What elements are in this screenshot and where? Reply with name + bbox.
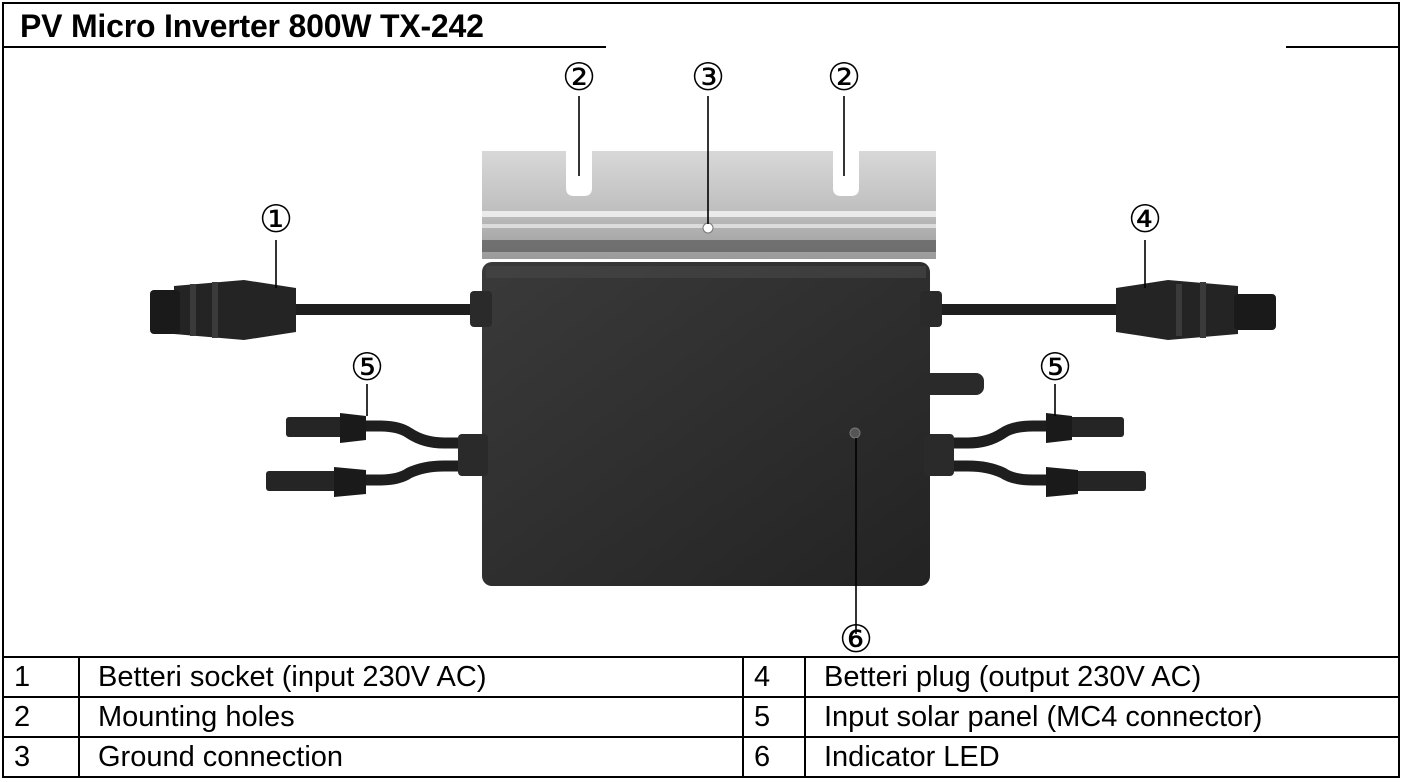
callout-4: ④ bbox=[1128, 197, 1162, 241]
callout-6: ⑥ bbox=[839, 617, 873, 656]
legend-text: Betteri plug (output 230V AC) bbox=[805, 656, 1398, 697]
legend-number: 1 bbox=[4, 656, 80, 697]
page-title: PV Micro Inverter 800W TX-242 bbox=[20, 8, 484, 44]
mounting-hole-right bbox=[833, 151, 859, 196]
legend-number: 3 bbox=[4, 736, 80, 776]
indicator-led bbox=[849, 427, 861, 439]
legend-row: 3 Ground connection 6 Indicator LED bbox=[4, 736, 1398, 776]
inverter-body bbox=[482, 262, 984, 586]
ac-plug-cable bbox=[920, 280, 1276, 340]
inverter-illustration: ① ② ③ ② ④ ⑤ ⑤ ⑥ bbox=[150, 55, 1276, 656]
legend-text: Betteri socket (input 230V AC) bbox=[79, 656, 744, 697]
mounting-bracket bbox=[482, 151, 936, 259]
legend-number: 6 bbox=[743, 736, 806, 776]
product-figure: ① ② ③ ② ④ ⑤ ⑤ ⑥ bbox=[4, 48, 1398, 656]
callout-5-left: ⑤ bbox=[350, 345, 384, 389]
legend-number: 2 bbox=[4, 696, 80, 737]
legend-number: 4 bbox=[743, 656, 806, 697]
legend-text: Indicator LED bbox=[805, 736, 1398, 776]
callout-3: ③ bbox=[691, 55, 725, 99]
title-divider-gap bbox=[606, 46, 1286, 49]
title-bar: PV Micro Inverter 800W TX-242 bbox=[4, 4, 1398, 48]
legend-text: Input solar panel (MC4 connector) bbox=[805, 696, 1398, 737]
callout-1: ① bbox=[259, 197, 293, 241]
ac-socket-cable bbox=[150, 280, 492, 340]
legend-number: 5 bbox=[743, 696, 806, 737]
legend-row: 1 Betteri socket (input 230V AC) 4 Bette… bbox=[4, 656, 1398, 697]
ground-hole bbox=[702, 222, 714, 234]
legend-table: 1 Betteri socket (input 230V AC) 4 Bette… bbox=[4, 656, 1398, 776]
legend-text: Ground connection bbox=[79, 736, 744, 776]
legend-row: 2 Mounting holes 5 Input solar panel (MC… bbox=[4, 696, 1398, 737]
mc4-connectors-right bbox=[924, 413, 1146, 497]
callout-leaders bbox=[275, 96, 1146, 634]
mc4-connectors-left bbox=[266, 413, 488, 497]
callout-2-left: ② bbox=[562, 55, 596, 99]
callout-5-right: ⑤ bbox=[1038, 345, 1072, 389]
legend-text: Mounting holes bbox=[79, 696, 744, 737]
callout-2-right: ② bbox=[827, 55, 861, 99]
